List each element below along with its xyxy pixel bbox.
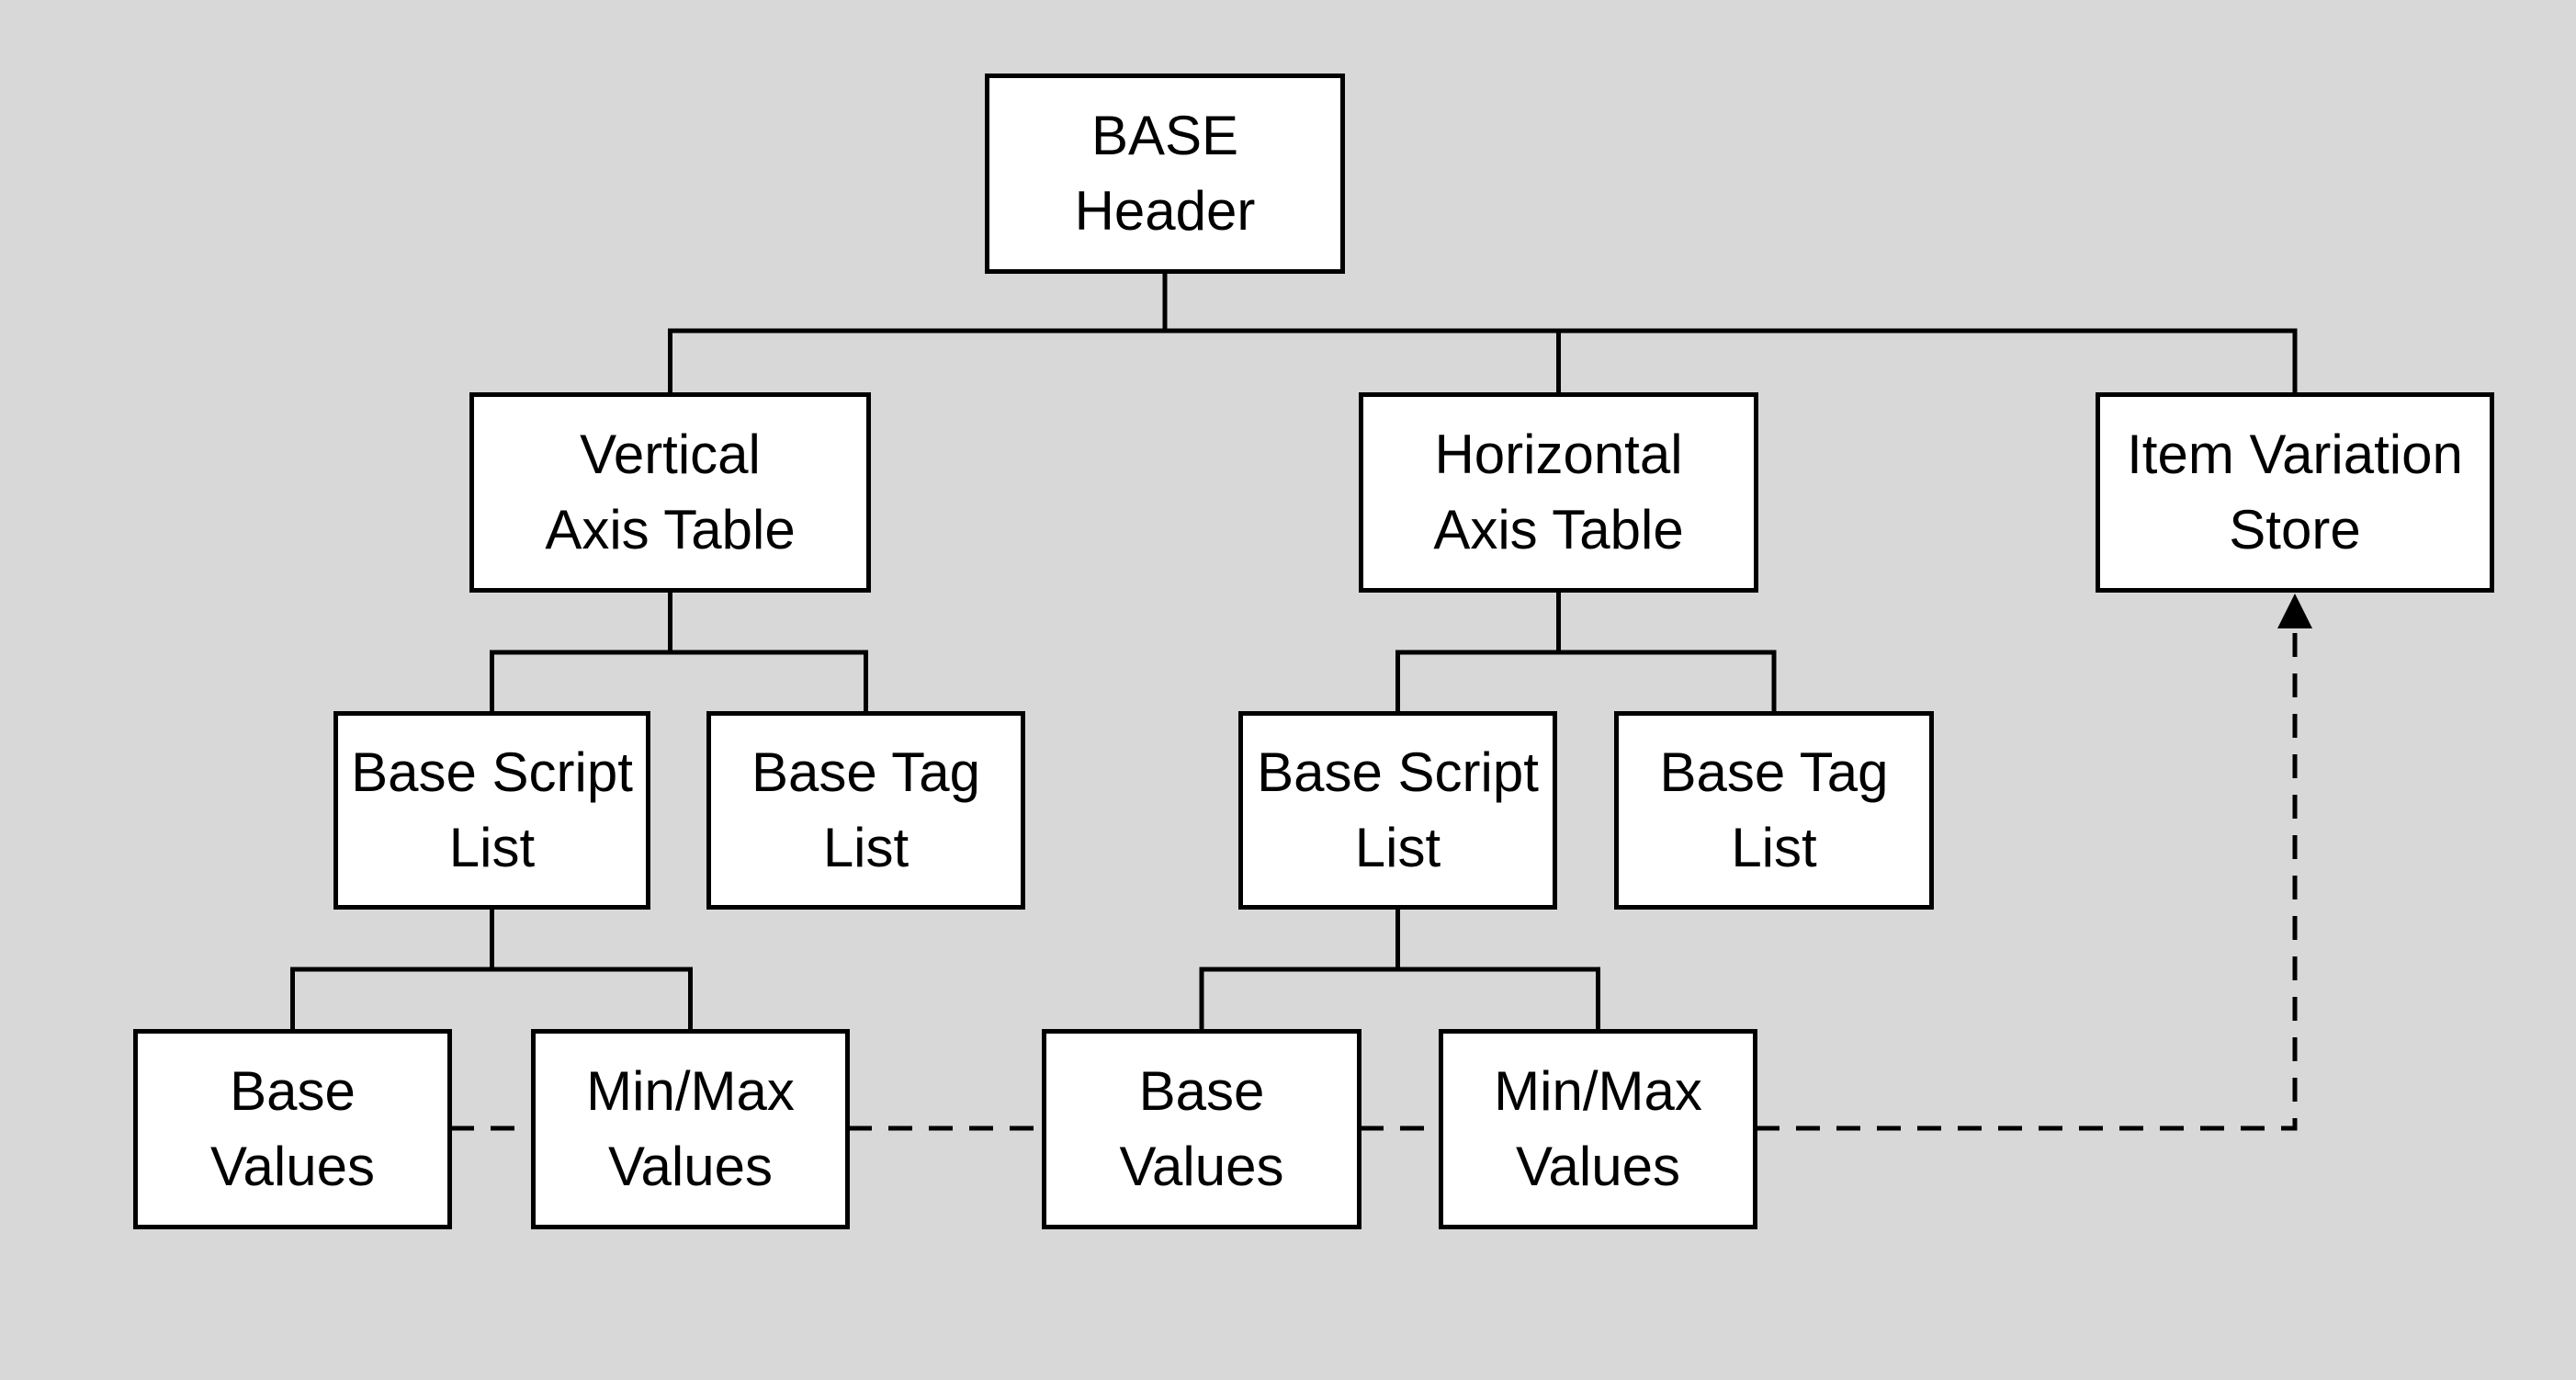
node-vertical-axis-table: Vertical Axis Table — [469, 392, 871, 593]
node-base-values-vertical: Base Values — [133, 1029, 452, 1229]
node-item-variation-store: Item Variation Store — [2096, 392, 2494, 593]
node-base-tag-list-vertical: Base Tag List — [706, 711, 1025, 910]
node-base-tag-list-horizontal: Base Tag List — [1614, 711, 1934, 910]
node-base-script-list-horizontal: Base Script List — [1238, 711, 1557, 910]
node-horizontal-axis-table: Horizontal Axis Table — [1359, 392, 1758, 593]
up-arrowhead-icon — [2277, 594, 2312, 628]
node-base-header: BASE Header — [985, 74, 1345, 274]
solid-connectors — [290, 272, 2298, 1034]
node-minmax-values-horizontal: Min/Max Values — [1439, 1029, 1757, 1229]
node-minmax-values-vertical: Min/Max Values — [531, 1029, 850, 1229]
node-base-values-horizontal: Base Values — [1042, 1029, 1361, 1229]
node-base-script-list-vertical: Base Script List — [333, 711, 650, 910]
dashed-reference-connectors — [450, 628, 2298, 1131]
